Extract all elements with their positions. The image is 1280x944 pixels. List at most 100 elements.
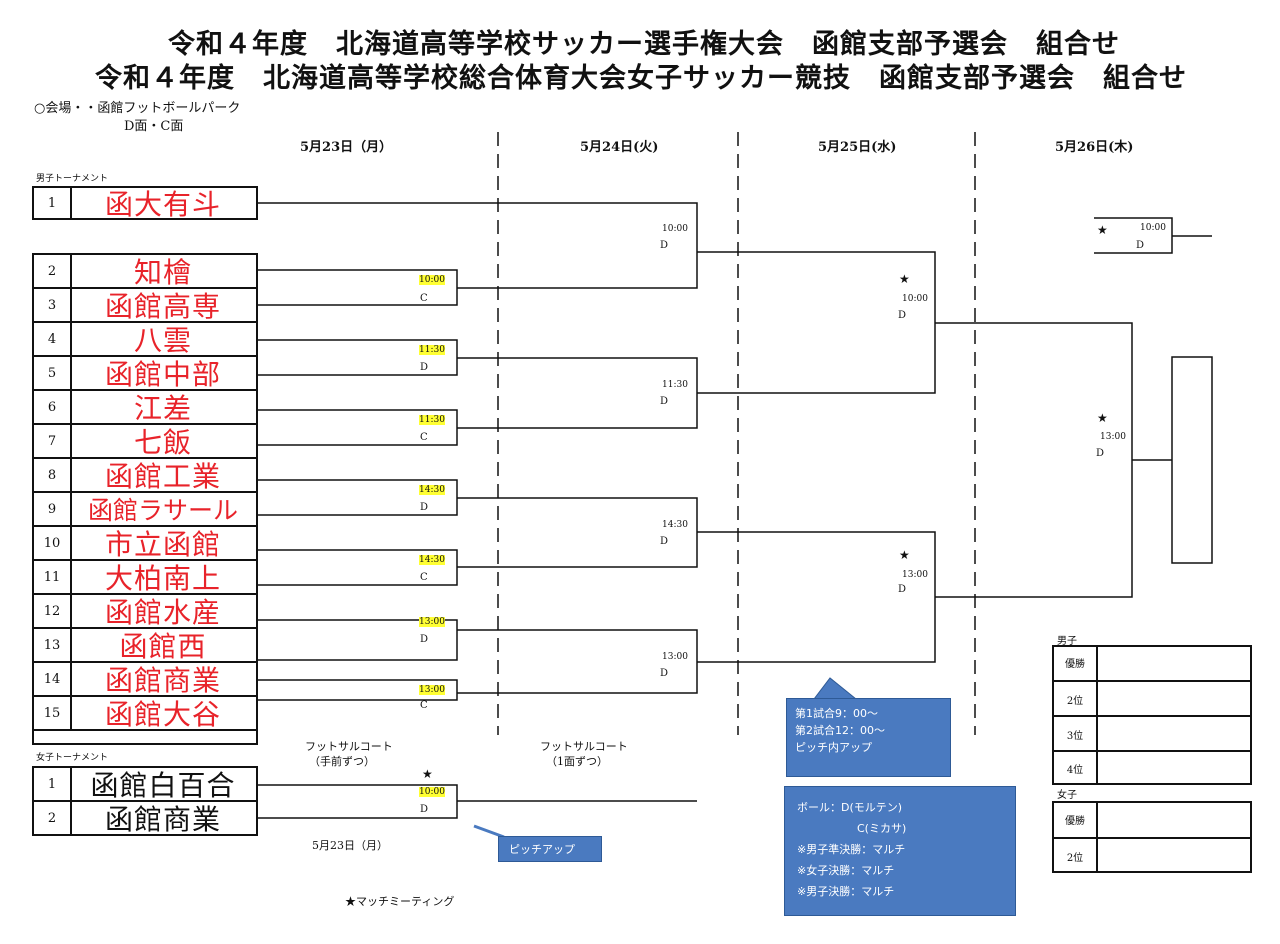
match-court: D [420, 502, 429, 513]
team-row: 1 函館白百合 [32, 766, 258, 802]
callout-line: ※女子決勝：マルチ [797, 864, 895, 877]
callout-line: C(ミカサ) [857, 822, 907, 835]
team-row: 10 市立函館 [32, 525, 258, 561]
team-row: 4 八雲 [32, 321, 258, 357]
team-number: 8 [34, 459, 72, 491]
result-place: 2位 [1054, 839, 1098, 873]
result-row: 4位 [1054, 750, 1250, 785]
team-number: 12 [34, 595, 72, 627]
team-row: 15 函館大谷 [32, 695, 258, 731]
pitch-up-callout: ピッチアップ [498, 836, 602, 862]
star-icon: ★ [899, 272, 910, 286]
venue-line-2: D面・C面 [124, 119, 184, 134]
date-day-1: 5月23日（月） [300, 140, 393, 155]
team-number: 10 [34, 527, 72, 559]
team-name: 函館商業 [104, 803, 221, 836]
match-court: D [1136, 240, 1145, 251]
futsal-court-sub: （1面ずつ） [546, 755, 608, 768]
team-name: 市立函館 [104, 528, 221, 561]
match-time: 13:00 [1100, 432, 1126, 442]
match-time: 10:00 [419, 787, 445, 797]
match-time: 10:00 [1140, 223, 1166, 233]
team-row: 8 函館工業 [32, 457, 258, 493]
match-time: 13:00 [419, 617, 445, 627]
results-girls-label: 女子 [1057, 790, 1077, 801]
result-row: 優勝 [1054, 801, 1250, 837]
result-place: 優勝 [1054, 801, 1098, 837]
result-row: 優勝 [1054, 645, 1250, 680]
match-time: 14:30 [419, 555, 445, 565]
match-court: C [420, 293, 428, 304]
match-court: C [420, 700, 428, 711]
match-time: 10:00 [419, 275, 445, 285]
team-number: 15 [34, 697, 72, 729]
futsal-court-sub: （手前ずつ） [309, 755, 375, 768]
match-meeting-note: ★マッチミーティング [345, 895, 455, 908]
warmup-callout: 第1試合9：00～ 第2試合12：00～ ピッチ内アップ [786, 698, 951, 777]
results-boys-label: 男子 [1057, 636, 1077, 647]
team-number: 6 [34, 391, 72, 423]
match-time: 13:00 [419, 685, 445, 695]
match-court: D [898, 584, 907, 595]
match-court: D [660, 240, 669, 251]
team-number: 11 [34, 561, 72, 593]
pitch-up-text: ピッチアップ [509, 842, 575, 856]
team-name: 八雲 [133, 324, 192, 357]
match-court: D [420, 804, 429, 815]
match-court: D [660, 668, 669, 679]
callout-line: ※男子決勝：マルチ [797, 885, 895, 898]
team-number: 3 [34, 289, 72, 321]
ball-info-callout: ボール：D(モルテン) C(ミカサ) ※男子準決勝：マルチ ※女子決勝：マルチ … [784, 786, 1016, 916]
team-number: 13 [34, 629, 72, 661]
match-time: 10:00 [662, 224, 688, 234]
star-icon: ★ [1097, 223, 1108, 237]
match-time: 11:30 [419, 345, 445, 355]
team-name: 函館ラサール [87, 496, 238, 525]
team-name: 大柏南上 [104, 562, 221, 595]
team-name: 函館水産 [104, 596, 221, 629]
girls-date: 5月23日（月） [312, 839, 388, 852]
team-row: 14 函館商業 [32, 661, 258, 697]
match-time: 13:00 [662, 652, 688, 662]
team-name: 函館中部 [104, 358, 221, 391]
team-row: 9 函館ラサール [32, 491, 258, 527]
team-number: 2 [34, 255, 72, 287]
result-row: 2位 [1054, 837, 1250, 873]
team-row: 1 函大有斗 [32, 186, 258, 221]
callout-line: ※男子準決勝：マルチ [797, 843, 906, 856]
star-icon: ★ [1097, 411, 1108, 425]
results-girls-table: 優勝 2位 [1052, 801, 1252, 873]
team-name: 函館西 [119, 630, 207, 663]
team-row: 6 江差 [32, 389, 258, 425]
result-row: 3位 [1054, 715, 1250, 752]
team-number: 2 [34, 802, 72, 834]
team-name: 七飯 [133, 426, 192, 459]
title-line-1: 令和４年度 北海道高等学校サッカー選手権大会 函館支部予選会 組合せ [168, 29, 1120, 60]
results-boys-table: 優勝 2位 3位 4位 [1052, 645, 1252, 785]
match-court: D [898, 310, 907, 321]
team-name: 函館白百合 [90, 769, 236, 802]
futsal-court-label: フットサルコート [305, 740, 393, 753]
match-court: D [420, 634, 429, 645]
team-name: 函館工業 [104, 460, 221, 493]
team-name: 江差 [133, 392, 192, 425]
callout-tail [812, 677, 858, 700]
team-name: 函館商業 [104, 664, 221, 697]
match-court: D [1096, 448, 1105, 459]
match-time: 14:30 [419, 485, 445, 495]
team-name: 函館高専 [104, 290, 221, 323]
callout-line: 第2試合12：00～ [795, 724, 885, 737]
team-row: 3 函館高専 [32, 287, 258, 323]
team-number: 4 [34, 323, 72, 355]
match-court: D [660, 536, 669, 547]
title-line-2: 令和４年度 北海道高等学校総合体育大会女子サッカー競技 函館支部予選会 組合せ [95, 63, 1187, 94]
match-court: C [420, 432, 428, 443]
team-row: 7 七飯 [32, 423, 258, 459]
date-day-4: 5月26日(木) [1055, 140, 1134, 155]
futsal-court-label: フットサルコート [540, 740, 628, 753]
match-time: 11:30 [662, 380, 688, 390]
girls-tournament-label: 女子トーナメント [36, 753, 109, 763]
match-time: 13:00 [902, 570, 928, 580]
team-name: 函館大谷 [104, 698, 221, 731]
